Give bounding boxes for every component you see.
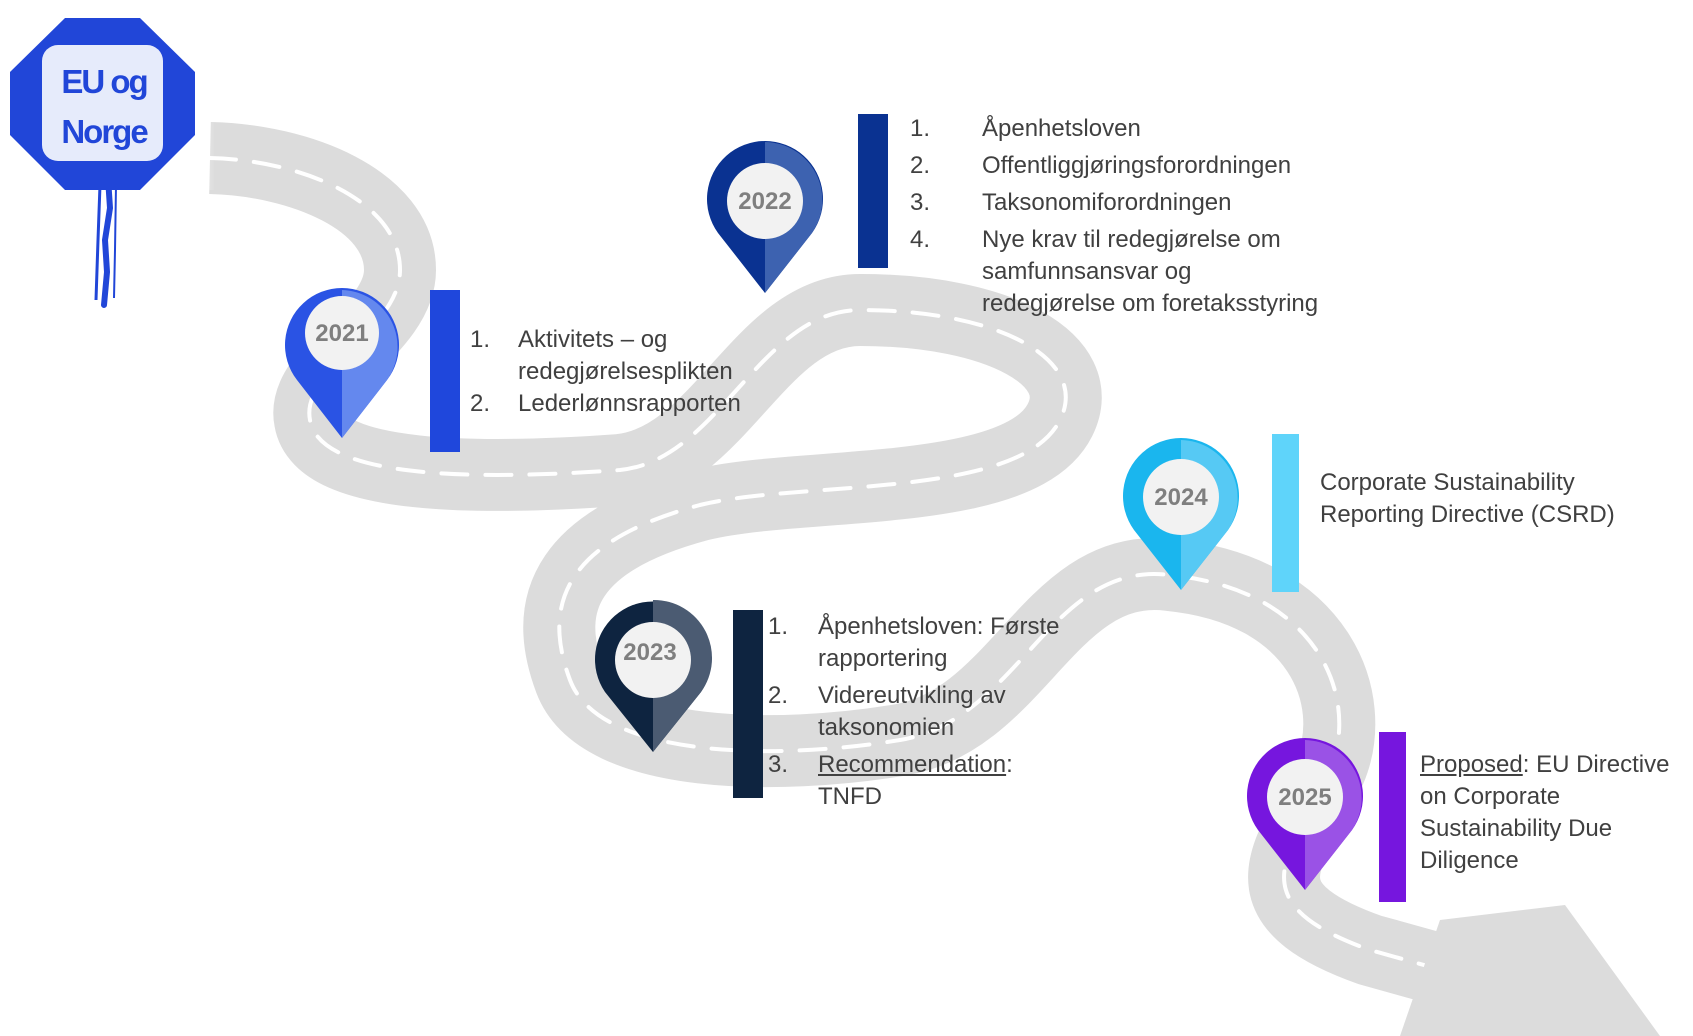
list-item: 2. Videreutvikling av taksonomien bbox=[768, 682, 1006, 741]
pin-2021-year: 2021 bbox=[315, 320, 368, 347]
pin-2025-year: 2025 bbox=[1278, 784, 1331, 811]
sign-line-1: EU og bbox=[61, 63, 146, 100]
pin-2024-year: 2024 bbox=[1154, 484, 1208, 511]
list-item: 3. Recommendation: TNFD bbox=[768, 751, 1013, 810]
list-2021: 1. Aktivitets – og redegjørelsesplikten … bbox=[470, 324, 770, 420]
text-2025: Proposed: EU Directive on Corporate Sust… bbox=[1420, 751, 1670, 874]
list-item: 2. Offentliggjøringsforordningen bbox=[910, 152, 1292, 179]
pin-2024: 2024 bbox=[1123, 438, 1239, 590]
list-item: 1. Åpenhetsloven bbox=[910, 115, 1141, 142]
pin-2023-year: 2023 bbox=[623, 639, 676, 666]
bar-2022 bbox=[858, 114, 888, 268]
list-2023: 1. Åpenhetsloven: Første rapportering 2.… bbox=[768, 611, 1098, 813]
pin-2025: 2025 bbox=[1247, 738, 1363, 890]
text-2024: Corporate Sustainability Reporting Direc… bbox=[1320, 469, 1615, 528]
pin-2022-year: 2022 bbox=[738, 188, 791, 215]
eu-norway-stop-sign: EU og Norge bbox=[10, 18, 195, 308]
bar-2021 bbox=[430, 290, 460, 452]
winding-road bbox=[208, 122, 1660, 1036]
pin-2022: 2022 bbox=[707, 141, 824, 293]
bar-2024 bbox=[1272, 434, 1299, 592]
pin-2021: 2021 bbox=[284, 288, 399, 438]
list-item: 1. Åpenhetsloven: Første rapportering bbox=[768, 613, 1060, 672]
list-item: 1. Aktivitets – og redegjørelsesplikten bbox=[470, 326, 733, 385]
bar-2023 bbox=[733, 610, 763, 798]
pin-2023: 2023 bbox=[595, 599, 713, 752]
list-item: 2. Lederlønnsrapporten bbox=[470, 390, 741, 417]
list-item: 3. Taksonomiforordningen bbox=[910, 189, 1232, 216]
list-item: 4. Nye krav til redegjørelse om samfunns… bbox=[910, 226, 1319, 317]
list-2022: 1. Åpenhetsloven 2. Offentliggjøringsfor… bbox=[910, 113, 1350, 320]
bar-2025 bbox=[1379, 732, 1406, 902]
sign-line-2: Norge bbox=[61, 113, 148, 150]
